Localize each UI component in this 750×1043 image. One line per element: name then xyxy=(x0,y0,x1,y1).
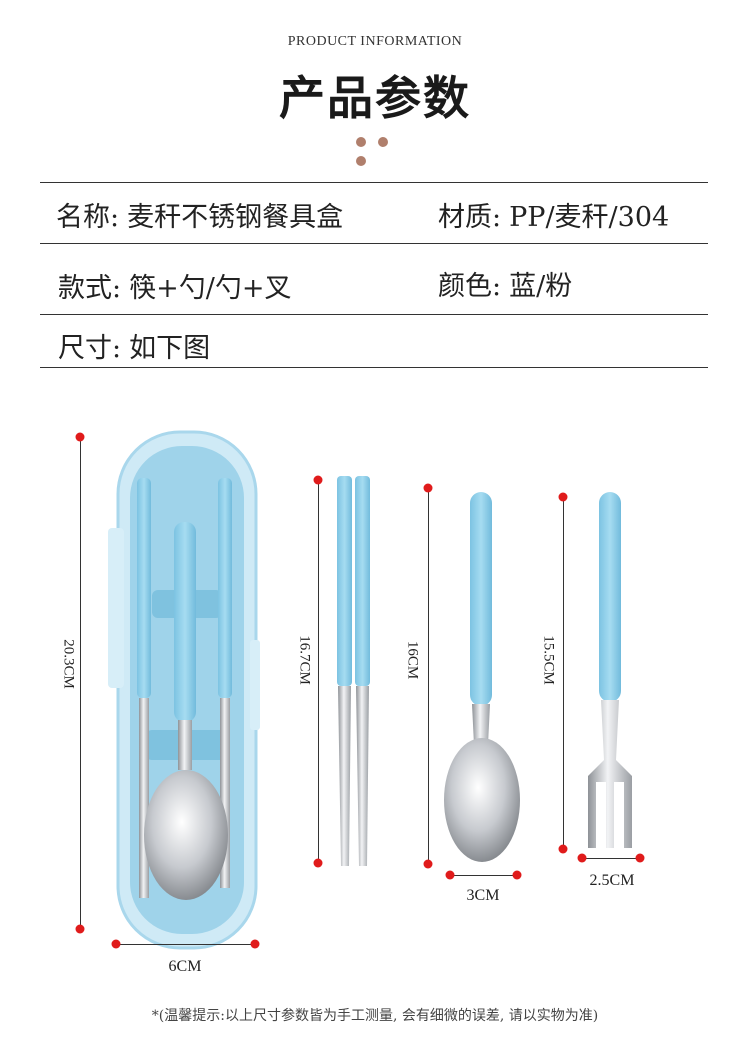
marker-dot xyxy=(445,870,455,880)
dot-1 xyxy=(356,137,366,147)
case-length-label: 20.3CM xyxy=(60,639,77,689)
marker-dot xyxy=(577,853,587,863)
chopsticks-length-label: 16.7CM xyxy=(296,635,313,685)
case-width-line xyxy=(116,944,255,945)
marker-dot xyxy=(423,483,433,493)
page-title: 产品参数 xyxy=(279,71,471,125)
case-length-line xyxy=(80,437,81,929)
marker-dot xyxy=(635,853,645,863)
spec-name: 名称:麦秆不锈钢餐具盒 xyxy=(56,195,343,234)
spec-size: 尺寸:如下图 xyxy=(58,326,210,365)
spec-material-label: 材质: xyxy=(438,202,502,233)
marker-dot xyxy=(75,924,85,934)
spec-color: 颜色:蓝/粉 xyxy=(438,264,572,303)
marker-dot xyxy=(111,939,121,949)
spec-style-label: 款式: xyxy=(58,273,122,304)
marker-dot xyxy=(512,870,522,880)
cutlery-case xyxy=(108,430,260,950)
case-width-label: 6CM xyxy=(168,958,202,975)
spoon-width-line xyxy=(450,875,517,876)
marker-dot xyxy=(75,432,85,442)
spec-style-value: 筷+勺/勺+叉 xyxy=(129,273,292,304)
chopsticks-length-line xyxy=(318,480,319,863)
spec-color-label: 颜色: xyxy=(438,271,502,302)
spec-name-value: 麦秆不锈钢餐具盒 xyxy=(127,202,344,233)
marker-dot xyxy=(313,858,323,868)
spec-size-label: 尺寸: xyxy=(58,333,122,364)
fork-length-line xyxy=(563,497,564,849)
fork-width-line xyxy=(582,858,640,859)
marker-dot xyxy=(558,844,568,854)
fork-width-label: 2.5CM xyxy=(589,872,635,889)
dot-3 xyxy=(356,156,366,166)
dot-2 xyxy=(378,137,388,147)
table-rule-2 xyxy=(40,243,708,244)
fork-length-label: 15.5CM xyxy=(540,635,557,685)
section-subtitle: PRODUCT INFORMATION xyxy=(287,34,463,49)
spec-name-label: 名称: xyxy=(56,202,120,233)
spoon-width-label: 3CM xyxy=(466,887,500,904)
spoon-length-line xyxy=(428,488,429,864)
spoon xyxy=(444,492,520,862)
decorative-dots xyxy=(356,132,416,166)
chopsticks xyxy=(337,476,370,866)
spec-style: 款式:筷+勺/勺+叉 xyxy=(58,266,291,305)
spec-material: 材质:PP/麦秆/304 xyxy=(438,195,669,234)
table-rule-bottom xyxy=(40,367,708,368)
marker-dot xyxy=(313,475,323,485)
marker-dot xyxy=(558,492,568,502)
spec-material-value: PP/麦秆/304 xyxy=(509,202,670,233)
table-rule-top xyxy=(40,182,708,183)
marker-dot xyxy=(250,939,260,949)
measurement-note: *(温馨提示:以上尺寸参数皆为手工测量, 会有细微的误差, 请以实物为准) xyxy=(151,1008,599,1024)
marker-dot xyxy=(423,859,433,869)
fork xyxy=(588,492,632,848)
spec-size-value: 如下图 xyxy=(129,333,211,364)
spoon-length-label: 16CM xyxy=(404,640,421,680)
table-rule-3 xyxy=(40,314,708,315)
spec-color-value: 蓝/粉 xyxy=(509,271,573,302)
